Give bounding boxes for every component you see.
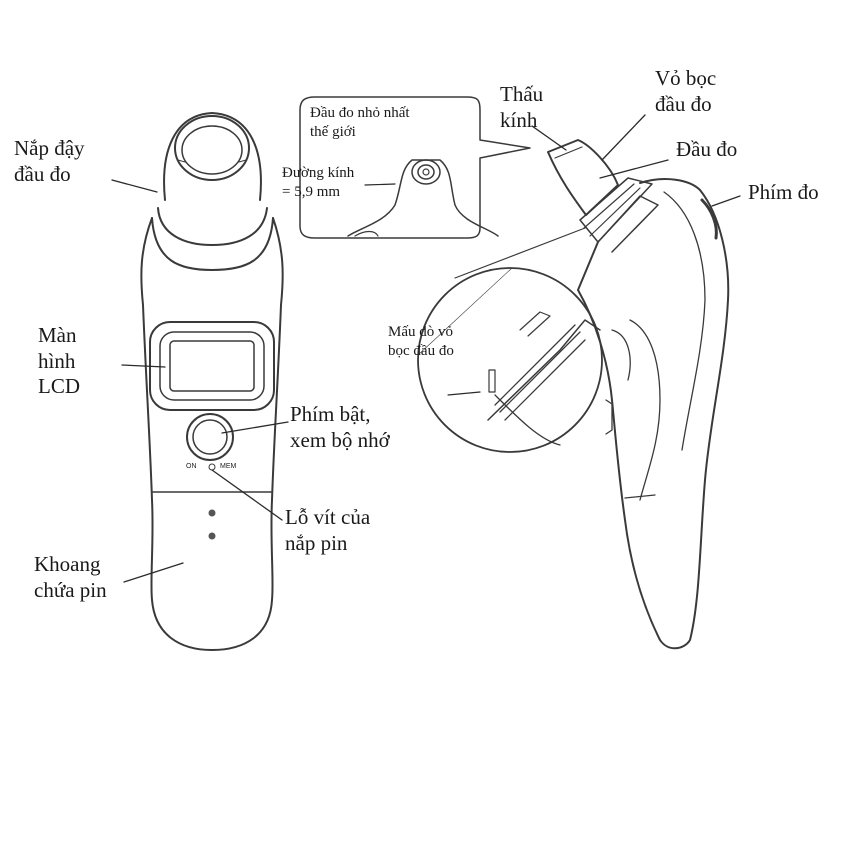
label-line: đầu đo [655, 91, 712, 116]
side-view [417, 114, 741, 650]
label-line: Phím bật, [290, 402, 371, 426]
label-line: Màn [38, 323, 77, 347]
measure-key[interactable] [700, 198, 718, 240]
label-probe-cover: Vỏ bọc đầu đo [655, 66, 716, 117]
label-line: kính [500, 107, 538, 132]
label-line: Lỗ vít của [285, 505, 371, 529]
label-line: Khoang [34, 552, 101, 576]
label-line: Vỏ bọc [655, 66, 717, 90]
screw-hole [208, 509, 216, 517]
label-on: ON [186, 463, 197, 470]
label-line: xem bộ nhớ [290, 427, 390, 452]
label-lcd: Màn hình LCD [38, 323, 80, 400]
screw-hole [208, 532, 216, 540]
label-line: LCD [38, 374, 80, 399]
label-mem: MEM [220, 463, 237, 470]
lcd-screen [159, 331, 265, 401]
label-smallest-probe: Đầu đo nhỏ nhất thế giới [310, 104, 410, 142]
label-line: Đường kính [282, 165, 355, 181]
label-measure-key: Phím đo [748, 180, 819, 204]
probe-tip [547, 139, 619, 216]
label-battery: Khoang chứa pin [34, 552, 107, 603]
label-probe: Đầu đo [676, 137, 738, 161]
label-lens: Thấu kính [500, 82, 543, 133]
label-screw-hole: Lỗ vít của nắp pin [285, 505, 370, 556]
label-power-button: Phím bật, xem bộ nhớ [290, 402, 390, 453]
label-line: Mấu dò vỏ [388, 324, 453, 340]
label-probe-cap: Nắp đậy đầu đo [14, 136, 85, 187]
probe-cap [151, 112, 274, 271]
label-line: Nắp đậy [14, 136, 85, 160]
lcd-frame [149, 321, 275, 411]
probe-callout [299, 96, 531, 239]
label-line: bọc đầu đo [388, 342, 454, 359]
label-diameter: Đường kính = 5,9 mm [282, 164, 354, 202]
label-line: hình [38, 348, 76, 373]
power-button[interactable] [186, 413, 234, 461]
label-line: Đầu đo nhỏ nhất [310, 105, 410, 121]
device-body [140, 217, 284, 651]
label-line: đầu đo [14, 161, 71, 186]
detail-magnifier [417, 227, 603, 453]
front-view [111, 112, 289, 651]
label-cover-detector: Mấu dò vỏ bọc đầu đo [388, 323, 454, 361]
label-line: = 5,9 mm [282, 183, 341, 200]
label-line: thế giới [310, 123, 356, 140]
device-body-side [577, 178, 730, 650]
label-line: Thấu [500, 82, 544, 106]
label-line: nắp pin [285, 530, 348, 555]
label-line: chứa pin [34, 577, 107, 602]
